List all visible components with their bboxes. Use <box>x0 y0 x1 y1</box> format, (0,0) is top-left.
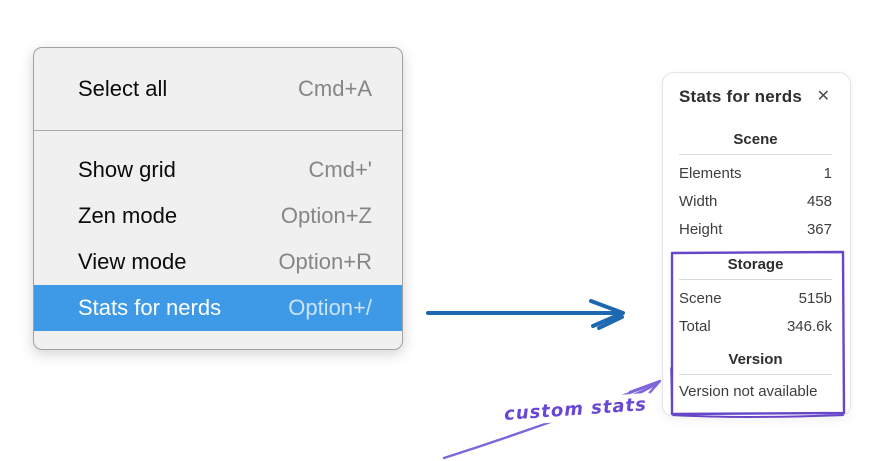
stat-label: Elements <box>679 164 742 182</box>
section-storage: Storage Scene 515b Total 346.6k <box>679 256 832 340</box>
menu-item-shortcut: Cmd+A <box>298 76 372 101</box>
menu-item-select-all[interactable]: Select all Cmd+A <box>34 48 402 130</box>
stats-panel-header: Stats for nerds ✕ <box>679 87 832 107</box>
stat-value: 458 <box>806 192 832 210</box>
stat-row-scene-storage: Scene 515b <box>679 284 832 312</box>
section-heading: Scene <box>733 131 778 148</box>
menu-item-label: View mode <box>78 249 187 274</box>
menu-item-label: Zen mode <box>78 203 178 228</box>
menu-item-view-mode[interactable]: View mode Option+R <box>34 239 402 285</box>
menu-item-shortcut: Option+R <box>278 249 372 274</box>
menu-item-label: Stats for nerds <box>78 295 222 320</box>
stat-label: Height <box>679 220 723 238</box>
stat-value: 346.6k <box>786 317 832 335</box>
stat-value: 367 <box>806 220 832 238</box>
context-menu: Select all Cmd+A Show grid Cmd+' Zen mod… <box>33 47 403 350</box>
stat-value: 515b <box>798 289 832 307</box>
section-heading: Version <box>728 351 783 368</box>
stat-row-height: Height 367 <box>679 215 832 243</box>
stat-row-total-storage: Total 346.6k <box>679 312 832 340</box>
section-divider <box>679 279 832 280</box>
menu-item-stats-for-nerds[interactable]: Stats for nerds Option+/ <box>34 285 402 331</box>
section-heading: Storage <box>727 256 784 273</box>
stat-row-width: Width 458 <box>679 187 832 215</box>
section-divider <box>679 154 832 155</box>
menu-item-show-grid[interactable]: Show grid Cmd+' <box>34 147 402 193</box>
menu-item-shortcut: Option+Z <box>280 203 372 228</box>
menu-item-label: Select all <box>78 76 168 101</box>
stat-label: Scene <box>679 289 722 307</box>
connector-arrow[interactable] <box>424 297 632 331</box>
menu-group: Show grid Cmd+' Zen mode Option+Z View m… <box>34 131 402 349</box>
stats-panel-title: Stats for nerds <box>679 87 802 106</box>
menu-divider <box>34 130 402 131</box>
menu-item-shortcut: Option+/ <box>288 295 372 320</box>
menu-item-label: Show grid <box>78 157 176 182</box>
version-note: Version not available <box>679 383 818 400</box>
section-divider <box>679 374 832 375</box>
highlight-rectangle[interactable] <box>666 248 850 420</box>
stats-panel: Stats for nerds ✕ Scene Elements 1 Width… <box>662 72 851 417</box>
close-icon[interactable]: ✕ <box>816 88 830 105</box>
menu-item-zen-mode[interactable]: Zen mode Option+Z <box>34 193 402 239</box>
section-version: Version Version not available <box>679 351 832 400</box>
menu-item-shortcut: Cmd+' <box>308 157 373 182</box>
section-scene: Scene Elements 1 Width 458 Height 367 <box>679 131 832 243</box>
stat-value: 1 <box>823 164 832 182</box>
stat-label: Width <box>679 192 718 210</box>
stat-row-elements: Elements 1 <box>679 159 832 187</box>
stat-label: Total <box>679 317 711 335</box>
